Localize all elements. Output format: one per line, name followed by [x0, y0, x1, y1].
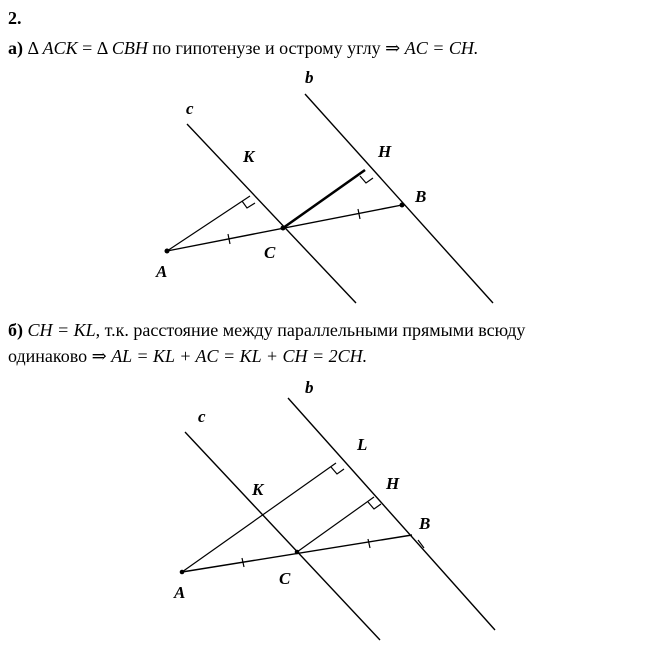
- label-k: K: [251, 480, 265, 499]
- point-a: [164, 248, 170, 254]
- part-b-line-1: б) CH = KL, т.к. расстояние между паралл…: [8, 320, 638, 340]
- right-angle-k: [241, 200, 256, 209]
- tick-cb: [357, 208, 361, 220]
- part-a-statement: а) Δ ACK = Δ CBH по гипотенузе и острому…: [8, 38, 478, 58]
- line-c: [186, 123, 357, 304]
- part-a-text-3: по гипотенузе и острому углу ⇒: [147, 38, 405, 58]
- part-b-eq: CH = KL: [27, 320, 96, 340]
- problem-number: 2.: [8, 8, 22, 28]
- label-k: K: [242, 147, 256, 166]
- part-b-line1-text: , т.к. расстояние между параллельными пр…: [95, 320, 526, 340]
- label-a: A: [173, 583, 185, 602]
- triangle-cbh: CBH: [111, 38, 148, 58]
- tick-ac: [241, 557, 245, 568]
- label-c: c: [198, 407, 206, 426]
- triangle-acк: ACK: [42, 38, 78, 58]
- point-c: [294, 549, 300, 555]
- label-b: b: [305, 378, 314, 397]
- label-point-c: C: [279, 569, 291, 588]
- line-b: [287, 397, 496, 631]
- line-c: [184, 431, 381, 641]
- line-b: [304, 93, 494, 304]
- segment-ch: [282, 168, 366, 230]
- part-b-line-2: одинаково ⇒ AL = KL + AC = KL + CH = 2CH…: [8, 346, 367, 366]
- part-a-label: а): [8, 38, 23, 58]
- point-c: [280, 225, 286, 231]
- point-b: [399, 202, 405, 208]
- tick-ac: [227, 233, 231, 245]
- label-h: H: [377, 142, 392, 161]
- part-b-line2-eq: AL = KL + AC = KL + CH = 2CH.: [111, 346, 368, 366]
- right-angle-h: [367, 501, 382, 510]
- label-c: c: [186, 99, 194, 118]
- segment-ch: [296, 496, 375, 553]
- part-b-line2-text: одинаково ⇒: [8, 346, 112, 366]
- label-point-b: B: [418, 514, 430, 533]
- label-b: b: [305, 68, 314, 87]
- right-angle-h: [359, 175, 374, 184]
- part-a-result: AC = CH.: [404, 38, 479, 58]
- point-a: [179, 569, 185, 575]
- label-l: L: [356, 435, 367, 454]
- segment-al: [181, 462, 337, 573]
- part-b-lead: б) CH = KL, т.к. расстояние между паралл…: [8, 320, 525, 340]
- mark-b: [417, 539, 425, 549]
- part-a-text-1: Δ: [23, 38, 43, 58]
- label-point-c: C: [264, 243, 276, 262]
- label-a: A: [155, 262, 167, 281]
- right-angle-l: [330, 466, 345, 475]
- segment-ak: [166, 195, 251, 252]
- part-b-label: б): [8, 320, 23, 340]
- label-h: H: [385, 474, 400, 493]
- part-a-text-2: = Δ: [77, 38, 112, 58]
- label-point-b: B: [414, 187, 426, 206]
- tick-cb: [367, 538, 371, 549]
